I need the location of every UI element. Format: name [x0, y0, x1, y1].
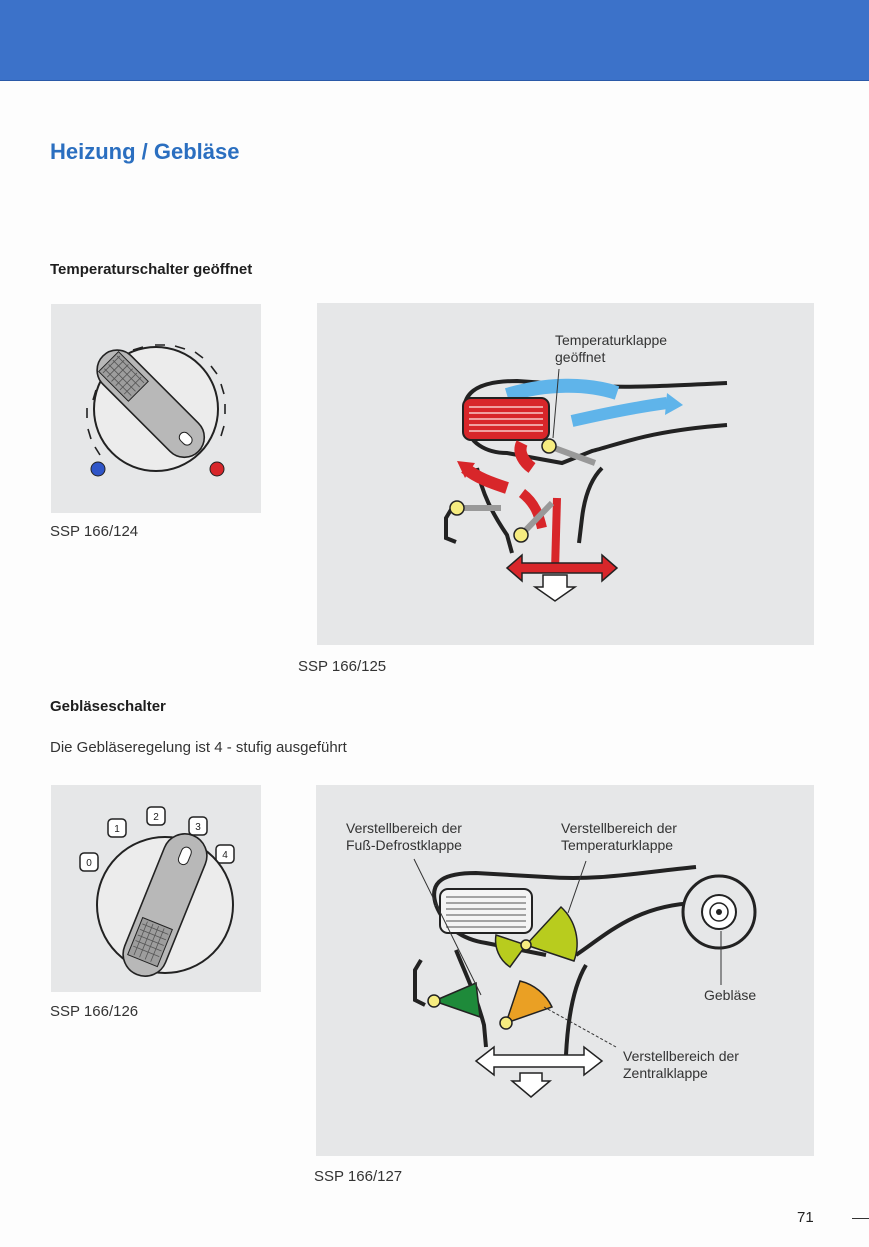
section-heading-blower-switch: Gebläseschalter — [50, 698, 166, 715]
heater-airflow-illustration — [444, 368, 728, 602]
figure-caption-166-125: SSP 166/125 — [298, 658, 387, 675]
heater-airflow-figure: Temperaturklappe geöffnet — [317, 303, 814, 645]
label-blower: Gebläse — [704, 987, 757, 1003]
temperature-knob-illustration — [86, 344, 226, 477]
figure-caption-166-124: SSP 166/124 — [50, 523, 139, 540]
blower-level-0: 0 — [86, 858, 92, 869]
label-central-flap-range: Verstellbereich der Zentralklappe — [623, 1048, 739, 1081]
label-temperature-flap-open: Temperaturklappe geöffnet — [555, 332, 668, 365]
edge-mark — [852, 1218, 869, 1219]
blower-knob-figure: 0 1 2 3 4 — [51, 785, 261, 992]
blower-knob-illustration: 0 1 2 3 4 — [79, 806, 235, 977]
blower-level-3: 3 — [195, 822, 201, 833]
section-heading-temperature-switch: Temperaturschalter geöffnet — [50, 261, 253, 278]
label-temperature-flap-range: Verstellbereich der Temperaturklappe — [561, 820, 677, 853]
header-band — [0, 0, 869, 81]
blower-level-1: 1 — [114, 824, 120, 835]
temperature-knob-figure — [51, 304, 261, 513]
blower-description: Die Gebläseregelung ist 4 - stufig ausge… — [50, 739, 347, 756]
page-number: 71 — [797, 1209, 814, 1226]
blower-level-2: 2 — [153, 812, 159, 823]
figure-caption-166-126: SSP 166/126 — [50, 1003, 139, 1020]
adjustment-ranges-illustration — [413, 858, 757, 1098]
figure-caption-166-127: SSP 166/127 — [314, 1168, 403, 1185]
adjustment-ranges-figure: Verstellbereich der Fuß-Defrostklappe Ve… — [316, 785, 814, 1156]
blower-level-4: 4 — [222, 850, 228, 861]
label-foot-defrost-flap-range: Verstellbereich der Fuß-Defrostklappe — [346, 820, 462, 853]
page-title: Heizung / Gebläse — [50, 139, 240, 164]
